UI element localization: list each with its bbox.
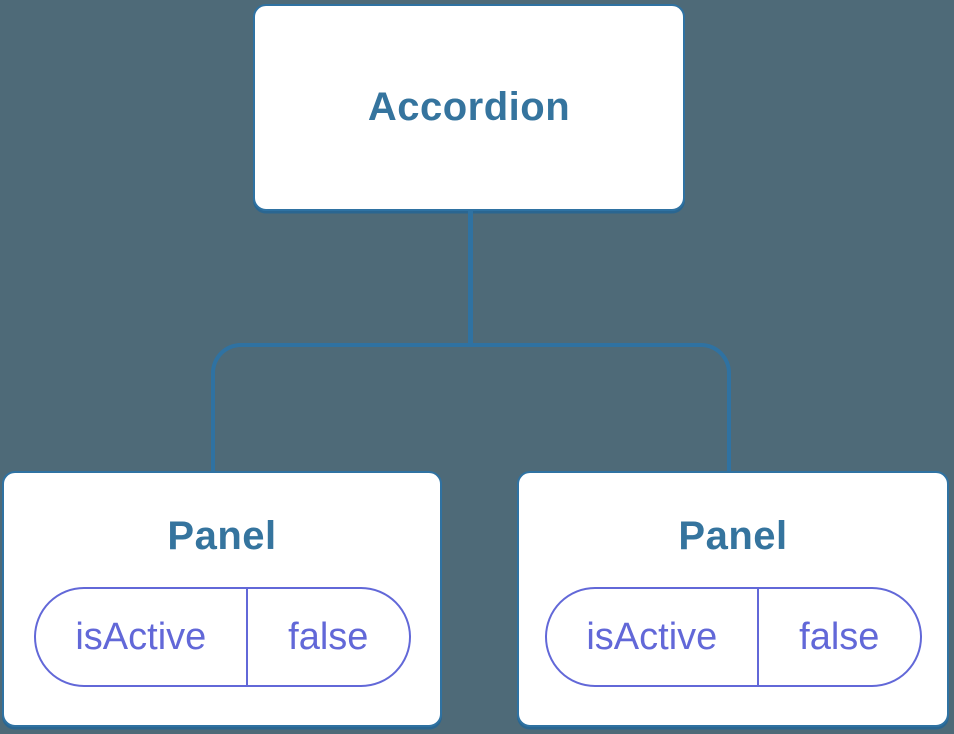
panel-node-label: Panel bbox=[167, 514, 277, 558]
state-key-label: isActive bbox=[547, 589, 760, 685]
state-pill: isActive false bbox=[33, 587, 411, 687]
component-node-panel-left: Panel isActive false bbox=[2, 471, 442, 727]
accordion-node-label: Accordion bbox=[367, 85, 571, 129]
component-node-accordion: Accordion bbox=[253, 4, 685, 211]
connector-bracket-line bbox=[211, 343, 731, 474]
state-value-label: false bbox=[288, 615, 369, 658]
state-pill: isActive false bbox=[544, 587, 922, 687]
connector-stem-line bbox=[468, 209, 473, 346]
state-key-label: isActive bbox=[36, 589, 249, 685]
component-node-panel-right: Panel isActive false bbox=[517, 471, 949, 727]
panel-node-label: Panel bbox=[678, 514, 788, 558]
state-value-label: false bbox=[799, 615, 880, 658]
